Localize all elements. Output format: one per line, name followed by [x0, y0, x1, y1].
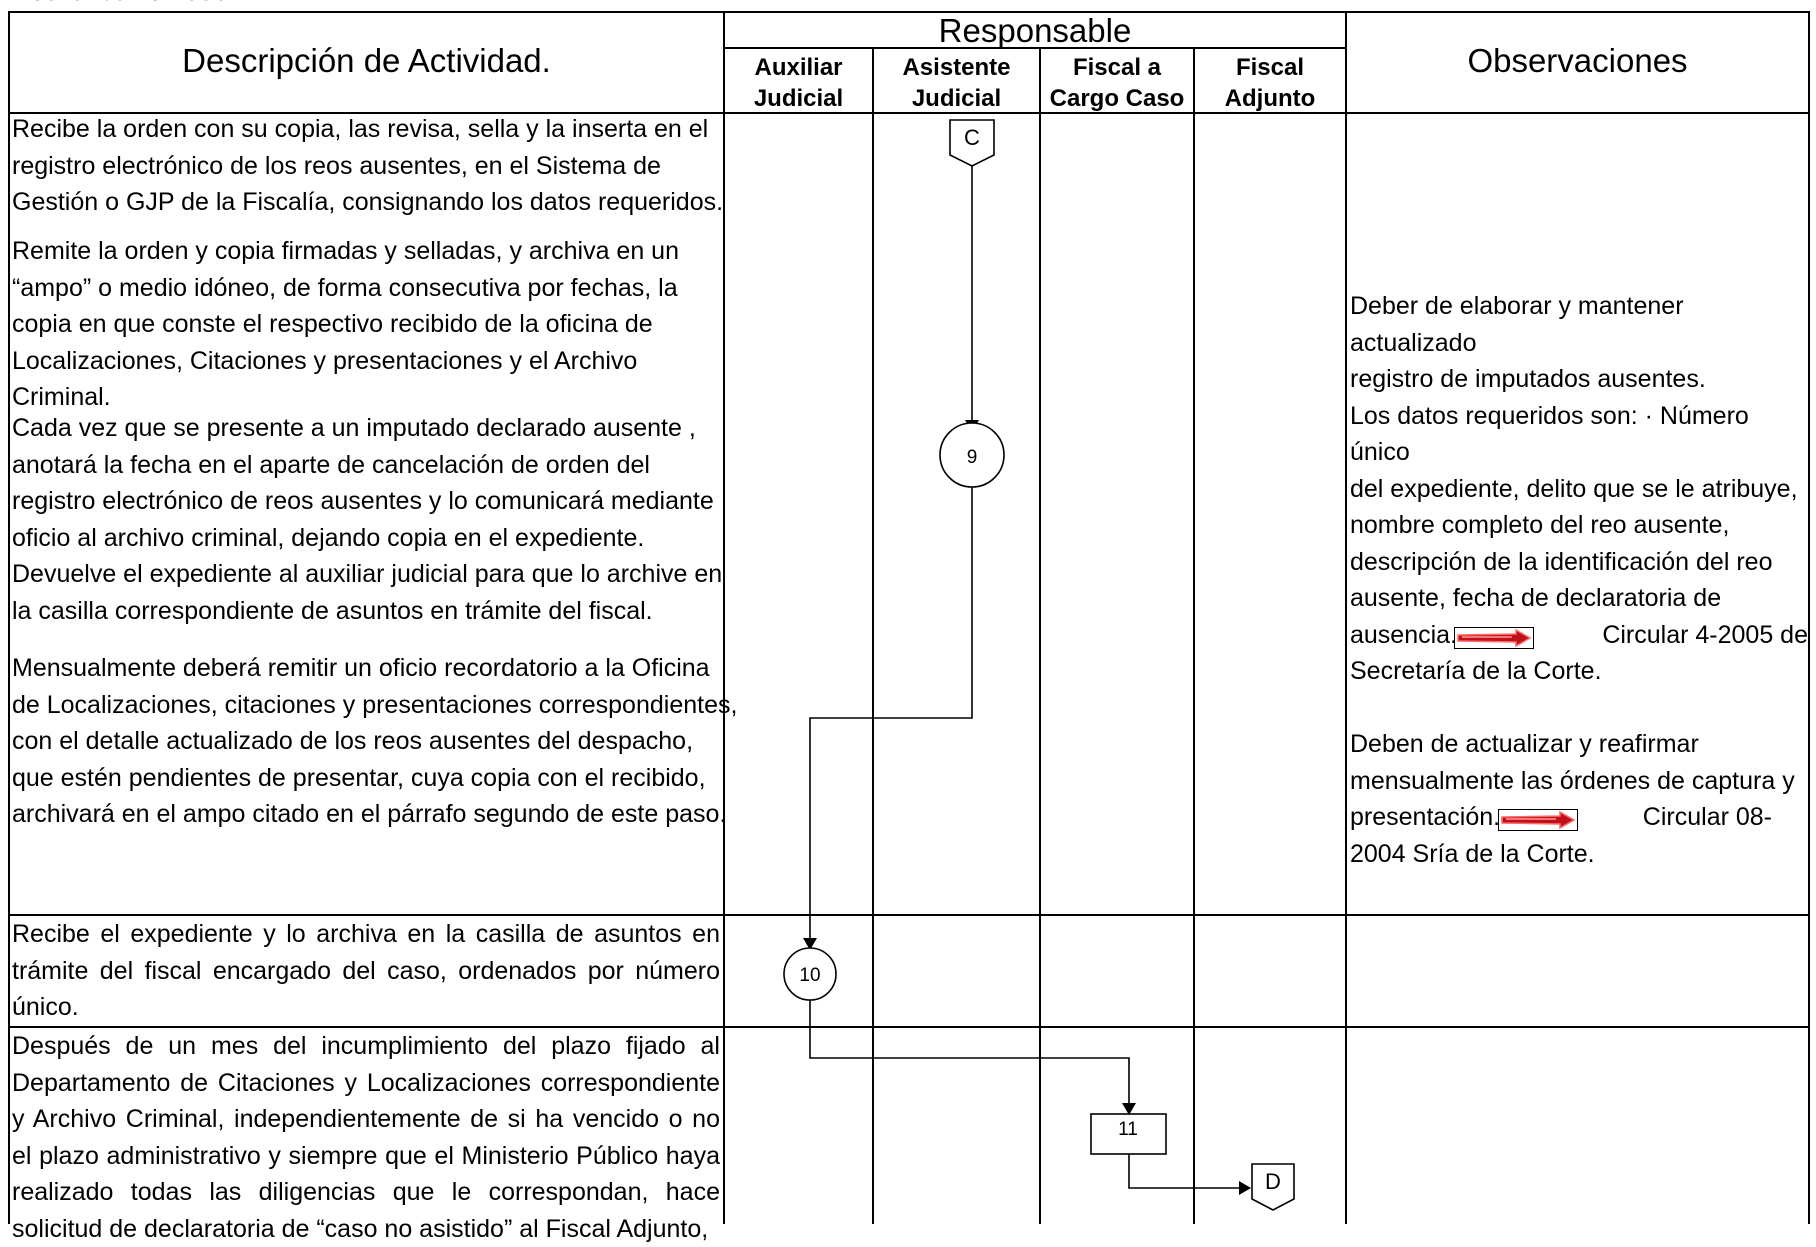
- header-observations-title: Observaciones: [1467, 42, 1688, 79]
- row1-paragraph-4: Devuelve el expediente al auxiliar judic…: [12, 560, 723, 625]
- col-aux-right: [872, 47, 874, 1224]
- obs1-ref-suffix: Circular 4-2005 de: [1602, 620, 1808, 649]
- offpage-connector-c: C: [949, 119, 995, 167]
- header-description-title: Descripción de Actividad.: [182, 42, 551, 79]
- step-11-node: 11: [1090, 1113, 1167, 1155]
- table-right-border: [1808, 11, 1810, 1224]
- role-auxiliar-judicial: Auxiliar Judicial: [753, 54, 844, 112]
- flow-line-9-to-10: [803, 487, 973, 950]
- row2-description: Recibe el expediente y lo archiva en la …: [12, 920, 720, 1021]
- header-responsable-title: Responsable: [938, 12, 1132, 49]
- obs1-line: nombre completo del reo ausente,: [1350, 511, 1730, 539]
- connector-c-label: C: [964, 125, 980, 150]
- header-bottom-border: [8, 112, 1810, 114]
- row1-paragraph-5: Mensualmente deberá remitir un oficio re…: [12, 654, 738, 828]
- obs1-line: Deber de elaborar y mantener actualizado: [1350, 292, 1684, 357]
- col-adjunto-right: [1345, 11, 1347, 1224]
- col-desc-right: [723, 11, 725, 1224]
- obs1-line: registro de imputados ausentes.: [1350, 365, 1706, 393]
- obs1-line: del expediente, delito que se le atribuy…: [1350, 474, 1798, 503]
- step-10-label: 10: [799, 965, 820, 986]
- table-left-border: [8, 11, 10, 1224]
- row1-paragraph-3: Cada vez que se presente a un imputado d…: [12, 414, 714, 552]
- obs2-ref-prefix: presentación.: [1350, 803, 1501, 831]
- obs1-line-last: Secretaría de la Corte.: [1350, 657, 1602, 685]
- row1-bottom-border: [8, 914, 1810, 916]
- col-fiscal-right: [1193, 47, 1195, 1224]
- row2-bottom-border: [8, 1026, 1810, 1028]
- arrow-reference-icon: [1498, 805, 1578, 831]
- flow-line-11-to-d: [1128, 1154, 1251, 1195]
- header-subdivider: [723, 47, 1345, 49]
- obs1-line: ausente, fecha de declaratoria de: [1350, 584, 1722, 612]
- row1-paragraph-1: Recibe la orden con su copia, las revisa…: [12, 115, 724, 216]
- step-11-label: 11: [1118, 1119, 1138, 1140]
- page-date-fragment: Fecha: Junio 2006.: [14, 0, 235, 10]
- flow-line-10-to-11: [809, 1000, 1136, 1115]
- obs2-line: mensualmente las órdenes de captura y: [1350, 766, 1795, 795]
- obs1-line: Los datos requeridos son: · Número único: [1350, 401, 1749, 467]
- role-asistente-judicial: Asistente Judicial: [902, 54, 1011, 112]
- role-fiscal-a-cargo: Fiscal a Cargo Caso: [1049, 54, 1185, 112]
- col-asis-right: [1039, 47, 1041, 1224]
- row1-paragraph-2: Remite la orden y copia firmadas y sella…: [12, 237, 679, 411]
- obs1-ref-prefix: ausencia.: [1350, 620, 1458, 649]
- obs2-line: Deben de actualizar y reafirmar: [1350, 730, 1699, 758]
- table-top-border: [8, 11, 1810, 13]
- arrow-reference-icon: [1454, 623, 1534, 649]
- row1-observations: Deber de elaborar y mantener actualizado…: [1350, 288, 1808, 872]
- step-10-node: 10: [783, 947, 837, 1001]
- obs2-line-last: 2004 Sría de la Corte.: [1350, 839, 1595, 868]
- step-9-label: 9: [967, 447, 978, 468]
- obs2-ref-suffix: Circular 08-: [1642, 803, 1772, 831]
- role-fiscal-adjunto: Fiscal Adjunto: [1224, 54, 1316, 112]
- offpage-connector-d: D: [1251, 1163, 1295, 1211]
- step-9-node: 9: [939, 422, 1005, 488]
- obs1-line: descripción de la identificación del reo: [1350, 547, 1773, 576]
- connector-d-label: D: [1265, 1169, 1281, 1194]
